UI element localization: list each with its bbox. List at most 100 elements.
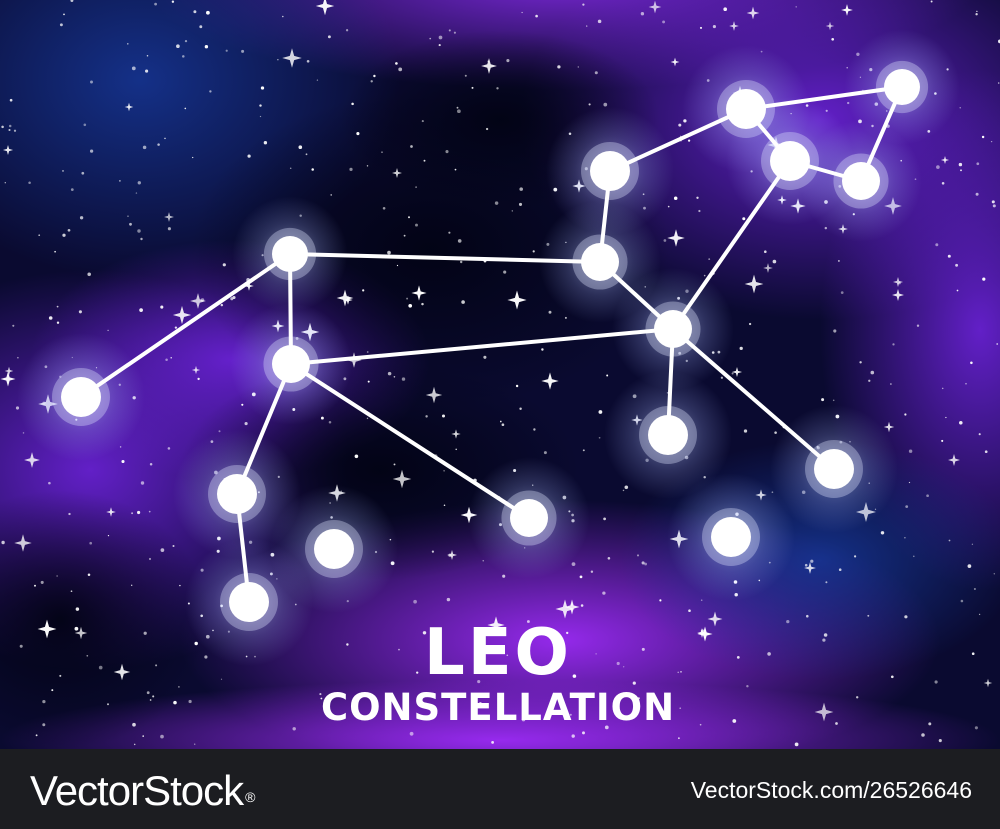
background-star: [67, 228, 71, 232]
background-star: [132, 722, 136, 727]
background-star: [421, 120, 424, 123]
background-star: [503, 270, 507, 274]
background-star: [997, 82, 1000, 84]
background-star: [945, 416, 947, 419]
background-star: [366, 417, 369, 420]
background-star: [35, 734, 38, 737]
background-star: [56, 321, 60, 324]
background-star: [965, 382, 967, 385]
background-star: [602, 591, 606, 595]
background-star: [328, 421, 332, 424]
background-star: [154, 2, 157, 6]
background-star: [973, 587, 976, 591]
background-star: [548, 310, 552, 314]
background-star: [483, 355, 487, 359]
background-star: [396, 264, 399, 267]
background-star: [137, 510, 141, 515]
background-star: [8, 128, 11, 132]
background-star: [975, 192, 979, 196]
background-star: [491, 741, 494, 744]
logo-text: VectorStock: [30, 767, 244, 814]
background-star: [678, 123, 682, 127]
sparkle-star: [14, 534, 32, 552]
background-star: [137, 229, 141, 233]
sparkle-star: [892, 276, 904, 288]
background-star: [40, 580, 44, 584]
background-star: [78, 310, 82, 314]
background-star: [70, 188, 74, 191]
background-star: [967, 564, 972, 568]
vectorstock-logo: VectorStock®: [30, 767, 255, 815]
sparkle-star: [825, 21, 835, 31]
background-star: [935, 243, 939, 247]
background-star: [1, 125, 4, 129]
background-star: [485, 127, 489, 131]
background-star: [496, 87, 499, 90]
star-hind-leg-lower: [229, 582, 269, 622]
background-star: [441, 414, 446, 418]
background-star: [282, 15, 284, 18]
background-star: [393, 463, 396, 466]
background-star: [438, 35, 443, 40]
background-star: [152, 695, 155, 698]
background-star: [415, 223, 418, 227]
background-star: [838, 568, 842, 571]
background-star: [521, 717, 526, 722]
background-star: [767, 652, 771, 656]
constellation-line-s2-s1: [744, 85, 904, 111]
star-head-inner: [770, 141, 810, 181]
background-star: [580, 604, 584, 607]
background-star: [413, 599, 417, 604]
background-star: [38, 234, 41, 237]
background-star: [831, 37, 835, 41]
background-star: [637, 697, 640, 700]
background-star: [607, 557, 611, 560]
background-star: [327, 35, 331, 39]
sparkle-star: [667, 229, 685, 247]
sparkle-star: [729, 21, 739, 31]
background-star: [171, 0, 175, 3]
background-star: [142, 735, 144, 737]
background-star: [423, 159, 426, 162]
background-star: [133, 743, 136, 746]
background-star: [9, 98, 13, 102]
background-star: [176, 44, 180, 49]
background-star: [387, 371, 392, 376]
background-star: [443, 470, 445, 472]
background-star: [8, 124, 12, 128]
background-star: [597, 19, 602, 24]
background-star: [160, 548, 165, 552]
background-star: [557, 65, 561, 69]
background-star: [87, 272, 91, 277]
background-star: [59, 23, 63, 27]
background-star: [1, 540, 5, 545]
background-star: [127, 215, 129, 217]
background-star: [306, 59, 310, 63]
background-star: [362, 289, 365, 292]
background-star: [996, 343, 999, 345]
background-star: [840, 291, 844, 294]
background-star: [199, 25, 203, 29]
night-sky-background: [0, 0, 1000, 749]
background-star: [137, 181, 141, 185]
background-star: [416, 671, 419, 674]
background-star: [408, 216, 410, 219]
background-star: [926, 494, 929, 498]
background-star: [220, 678, 223, 680]
background-star: [947, 254, 951, 258]
background-star: [667, 205, 670, 208]
background-star: [880, 531, 885, 535]
background-star: [501, 423, 505, 427]
background-star: [494, 201, 499, 205]
background-star: [425, 415, 428, 418]
background-star: [83, 123, 87, 127]
background-star: [606, 374, 609, 377]
background-star: [464, 74, 467, 77]
background-star: [846, 66, 848, 69]
background-star: [56, 305, 59, 308]
background-star: [712, 25, 716, 29]
background-star: [506, 59, 510, 63]
sparkle-star: [555, 599, 575, 619]
background-star: [157, 143, 160, 146]
